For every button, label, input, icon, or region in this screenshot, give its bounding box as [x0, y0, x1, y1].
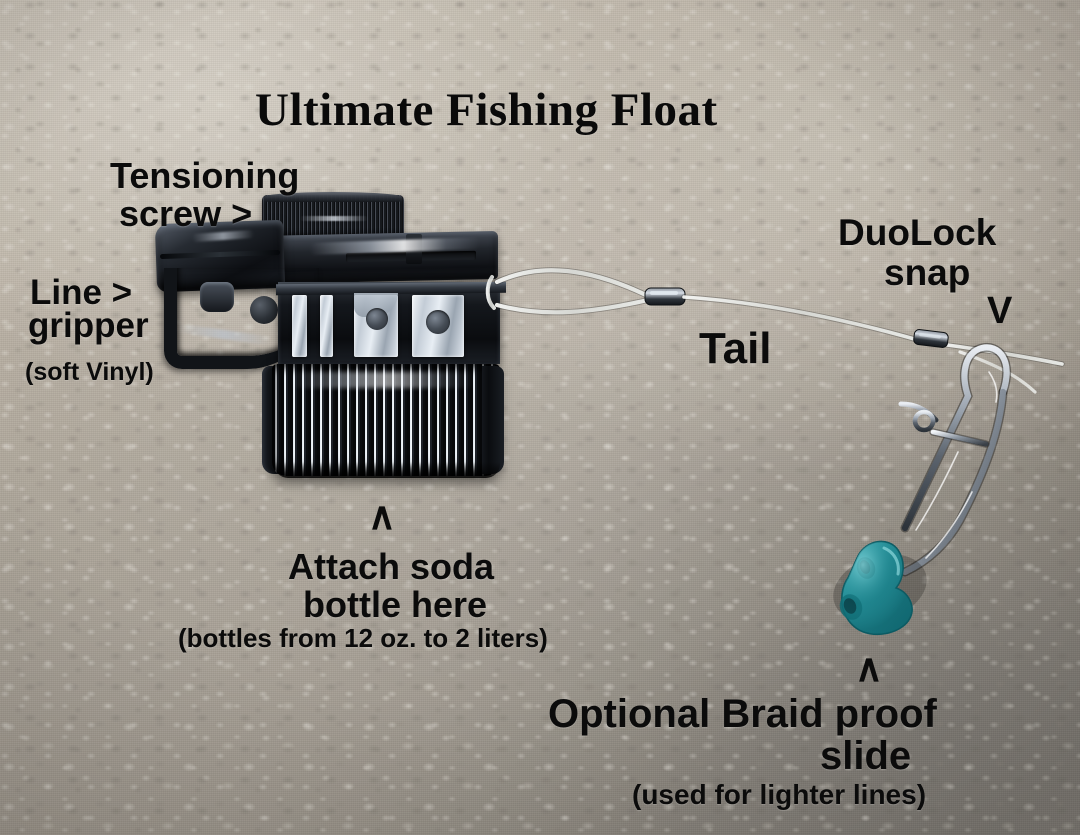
label-line-gripper-line2: gripper	[28, 306, 149, 345]
knob-top-edge	[264, 192, 402, 202]
duolock-pointer-arrow: V	[987, 290, 1013, 332]
plate-bolt-1	[366, 308, 388, 330]
knob-highlight	[300, 216, 368, 221]
bottle-cap-shadow	[274, 462, 500, 478]
label-attach-bottle-line2: bottle here	[303, 584, 488, 625]
bottle-cap-right-edge	[482, 366, 504, 474]
label-braid-slide-line1: Optional Braid proof	[548, 692, 937, 736]
fishing-float-device	[150, 190, 530, 510]
label-duolock-line2: snap	[884, 252, 971, 293]
braid-slide-pointer-arrow: ∧	[855, 648, 883, 690]
label-braid-slide-line2: slide	[820, 734, 912, 778]
label-duolock-line1: DuoLock	[838, 212, 997, 253]
label-attach-bottle-note: (bottles from 12 oz. to 2 liters)	[178, 623, 548, 653]
bottle-cap-highlight	[290, 372, 476, 388]
jaw-tab	[200, 282, 234, 312]
label-line-gripper-note: (soft Vinyl)	[25, 358, 154, 386]
label-braid-slide-note: (used for lighter lines)	[632, 779, 927, 810]
metal-plate-1	[292, 295, 307, 357]
label-tensioning-screw-line1: Tensioning	[110, 155, 300, 196]
label-tensioning-screw-line2: screw >	[119, 193, 253, 234]
plate-bolt-2	[426, 310, 450, 334]
label-attach-bottle-line1: Attach soda	[288, 546, 495, 587]
jaw-pivot-dot	[250, 296, 278, 324]
page-title: Ultimate Fishing Float	[255, 84, 718, 136]
label-tail: Tail	[699, 324, 772, 373]
label-line-gripper-line1: Line >	[30, 273, 133, 312]
metal-plate-2	[320, 295, 333, 357]
attach-bottle-pointer-arrow: ∧	[368, 496, 396, 538]
